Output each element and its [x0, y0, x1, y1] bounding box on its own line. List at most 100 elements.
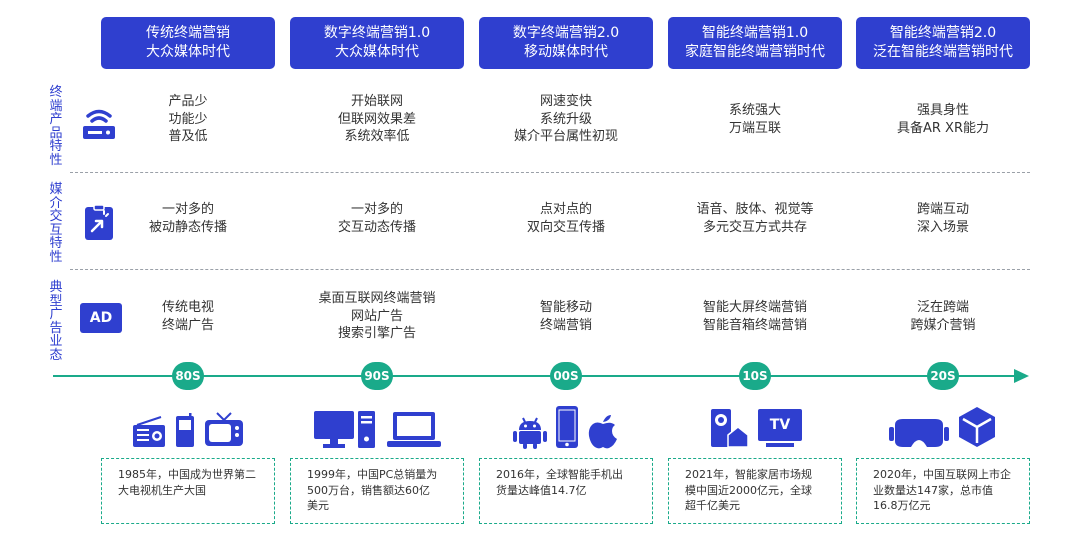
row-label-interaction: 媒 介 交 互 特 性 — [48, 183, 64, 264]
tap-interaction-icon — [85, 204, 113, 240]
cell-text: 万端互联 — [728, 120, 781, 136]
cell-text: 跨端互动 — [916, 202, 969, 217]
label-char: 介 — [49, 195, 63, 211]
cell-text: 一对多的 — [161, 202, 214, 217]
ad-cell-2: 桌面互联网终端营销 网站广告 搜索引擎广告 — [287, 290, 467, 343]
ad-cell-4: 智能大屏终端营销 智能音箱终端营销 — [665, 299, 845, 334]
label-char: 型 — [49, 293, 63, 309]
fact-text: 500万台，销售额达60亿 — [307, 483, 430, 497]
cell-text: 泛在跨端 — [916, 300, 969, 315]
device-group-90s — [287, 403, 467, 449]
ad-cell-3: 智能移动 终端营销 — [476, 299, 656, 334]
cell-text: 产品少 — [168, 94, 208, 109]
cell-text: 系统强大 — [728, 103, 781, 118]
router-icon — [83, 109, 115, 139]
era-header-3: 数字终端营销2.0 移动媒体时代 — [479, 17, 653, 69]
era-title: 数字终端营销1.0 — [323, 25, 431, 41]
fact-text: 大电视机生产大国 — [118, 483, 206, 497]
fact-text: 业数量达147家，总市值 — [873, 483, 993, 497]
interaction-cell-4: 语音、肢体、视觉等 多元交互方式共存 — [665, 201, 845, 236]
label-char: 互 — [49, 222, 63, 238]
fact-text: 模中国近2000亿元，全球 — [685, 483, 812, 497]
label-char: 性 — [49, 152, 63, 168]
cell-text: 传统电视 — [161, 300, 214, 315]
row-label-ad-format: 典 型 广 告 业 态 — [48, 281, 64, 362]
era-subtitle: 大众媒体时代 — [335, 44, 419, 60]
cell-text: 智能音箱终端营销 — [702, 317, 807, 333]
era-header-4: 智能终端营销1.0 家庭智能终端营销时代 — [668, 17, 842, 69]
fact-text: 2021年，智能家居市场规 — [685, 468, 812, 481]
phone-icon — [176, 413, 194, 447]
era-subtitle: 大众媒体时代 — [146, 44, 230, 60]
desktop-icon — [314, 411, 375, 448]
cell-text: 媒介平台属性初现 — [513, 129, 618, 144]
decade-badge-20s: 20S — [927, 362, 959, 390]
cell-text: 跨媒介营销 — [910, 317, 976, 333]
ad-cell-5: 泛在跨端 跨媒介营销 — [853, 299, 1033, 334]
device-group-20s — [853, 403, 1033, 449]
fact-text: 1985年，中国成为世界第二 — [118, 468, 256, 481]
cell-text: 终端营销 — [539, 317, 592, 333]
interaction-cell-3: 点对点的 双向交互传播 — [476, 201, 656, 236]
cell-text: 但联网效果差 — [337, 111, 416, 127]
interaction-cell-1: 一对多的 被动静态传播 — [98, 201, 278, 236]
label-char: 广 — [49, 307, 63, 322]
row-label-product: 终 端 产 品 特 性 — [48, 86, 64, 167]
product-cell-5: 强具身性 具备AR XR能力 — [853, 102, 1033, 137]
era-subtitle: 移动媒体时代 — [524, 44, 608, 60]
fact-text: 美元 — [307, 499, 329, 512]
fact-text: 超千亿美元 — [685, 499, 740, 512]
interaction-cell-2: 一对多的 交互动态传播 — [287, 201, 467, 236]
fact-box-10s: 2021年，智能家居市场规 模中国近2000亿元，全球 超千亿美元 — [668, 458, 842, 524]
cell-text: 被动静态传播 — [148, 219, 227, 235]
cell-text: 开始联网 — [350, 94, 403, 109]
cell-text: 语音、肢体、视觉等 — [696, 202, 814, 217]
cell-text: 深入场景 — [916, 219, 969, 235]
smartphone-icon — [556, 406, 578, 448]
cell-text: 点对点的 — [539, 202, 592, 217]
cell-text: 系统升级 — [539, 111, 592, 127]
fact-box-90s: 1999年，中国PC总销量为 500万台，销售额达60亿 美元 — [290, 458, 464, 524]
decade-badge-90s: 90S — [361, 362, 393, 390]
cell-text: 多元交互方式共存 — [702, 219, 807, 235]
cube-icon — [959, 407, 995, 447]
label-char: 媒 — [49, 182, 63, 197]
cell-text: 智能移动 — [539, 300, 592, 315]
fact-box-20s: 2020年，中国互联网上市企 业数量达147家，总市值 16.8万亿元 — [856, 458, 1030, 524]
era-header-1: 传统终端营销 大众媒体时代 — [101, 17, 275, 69]
cell-text: 网站广告 — [350, 308, 403, 324]
cell-text: 网速变快 — [539, 94, 592, 109]
label-char: 特 — [49, 139, 63, 154]
era-title: 智能终端营销2.0 — [889, 25, 997, 41]
label-char: 特 — [49, 236, 63, 251]
product-cell-4: 系统强大 万端互联 — [665, 102, 845, 137]
cell-text: 普及低 — [168, 129, 208, 144]
product-cell-3: 网速变快 系统升级 媒介平台属性初现 — [476, 93, 656, 146]
tv-icon — [205, 412, 243, 446]
cell-text: 强具身性 — [916, 103, 969, 118]
ad-icon-text: AD — [89, 310, 113, 326]
cell-text: 具备AR XR能力 — [897, 120, 989, 136]
fact-text: 2016年，全球智能手机出 — [496, 468, 623, 481]
cell-text: 双向交互传播 — [526, 219, 605, 235]
label-char: 告 — [49, 320, 63, 336]
ad-cell-1: 传统电视 终端广告 — [98, 299, 278, 334]
cell-text: 交互动态传播 — [337, 219, 416, 235]
product-cell-1: 产品少 功能少 普及低 — [98, 93, 278, 146]
cell-text: 搜索引擎广告 — [337, 326, 416, 341]
interaction-cell-5: 跨端互动 深入场景 — [853, 201, 1033, 236]
label-char: 交 — [49, 209, 63, 224]
fact-box-00s: 2016年，全球智能手机出 货量达峰值14.7亿 — [479, 458, 653, 524]
label-char: 性 — [49, 249, 63, 265]
era-subtitle: 泛在智能终端营销时代 — [873, 44, 1013, 60]
decade-badge-80s: 80S — [172, 362, 204, 390]
era-header-5: 智能终端营销2.0 泛在智能终端营销时代 — [856, 17, 1030, 69]
label-char: 终 — [49, 85, 63, 100]
cell-text: 功能少 — [168, 111, 208, 127]
fact-box-80s: 1985年，中国成为世界第二 大电视机生产大国 — [101, 458, 275, 524]
cell-text: 智能大屏终端营销 — [702, 300, 807, 315]
label-char: 业 — [49, 334, 63, 349]
fact-text: 16.8万亿元 — [873, 499, 931, 512]
label-char: 端 — [49, 98, 63, 114]
era-header-2: 数字终端营销1.0 大众媒体时代 — [290, 17, 464, 69]
